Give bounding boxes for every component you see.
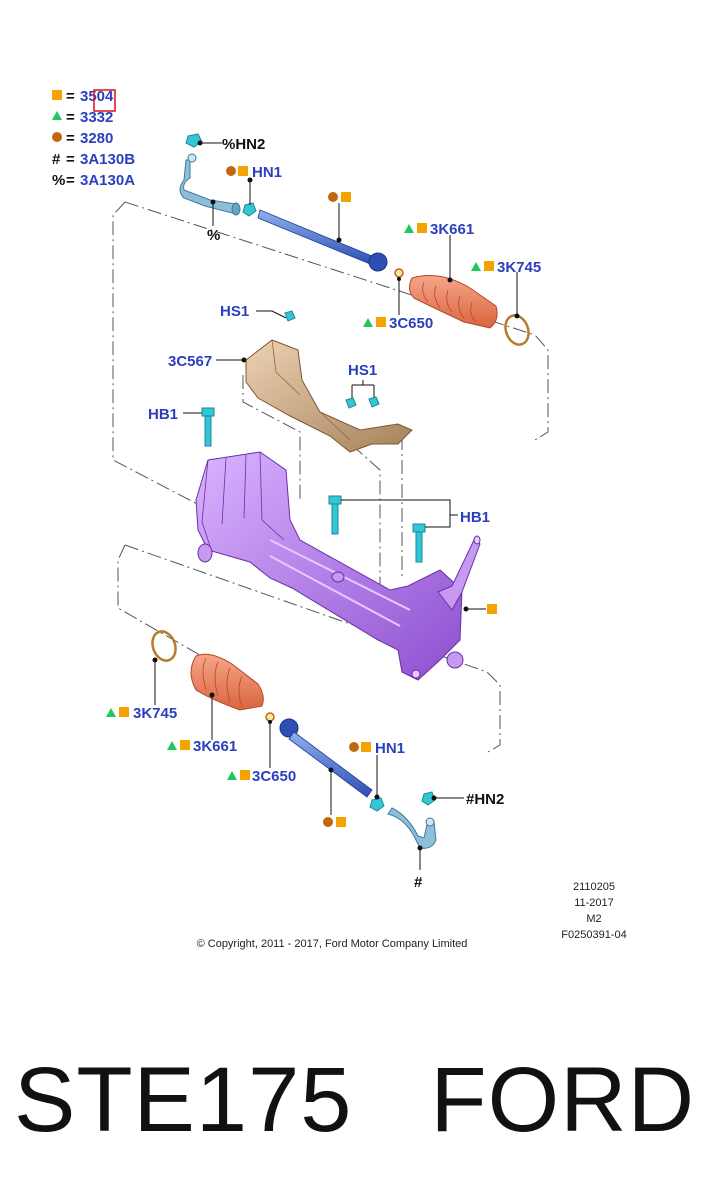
legend-circle-icon bbox=[52, 132, 62, 142]
legend-triangle-icon bbox=[52, 111, 62, 120]
boot-3k661-upper bbox=[408, 235, 498, 329]
assembly-guide-lines bbox=[112, 201, 549, 753]
bolt-hb1-left-icon bbox=[201, 407, 215, 447]
label-hs1-middle: HS1 bbox=[348, 362, 377, 379]
label-3c567: 3C567 bbox=[168, 353, 212, 370]
copyright: © Copyright, 2011 - 2017, Ford Motor Com… bbox=[197, 938, 468, 950]
ref-model: M2 bbox=[586, 913, 601, 925]
legend-code-triangle: 3332 bbox=[80, 109, 113, 126]
nut-hn1-lower-icon bbox=[369, 797, 385, 812]
legend-code-hash: 3A130B bbox=[80, 151, 135, 168]
nut-hn2-lower-icon bbox=[421, 791, 436, 806]
label-3k745-lower: 3K745 bbox=[133, 705, 177, 722]
caption-part-number: STE175 bbox=[14, 1049, 353, 1151]
highlight-box bbox=[93, 89, 116, 112]
tie-rod-end-lower bbox=[387, 807, 437, 870]
label-3k745-upper: 3K745 bbox=[497, 259, 541, 276]
legend-square-icon bbox=[52, 90, 62, 100]
label-hs1-left: HS1 bbox=[220, 303, 249, 320]
label-3c650-lower: 3C650 bbox=[252, 768, 296, 785]
caption-brand: FORD bbox=[430, 1049, 696, 1151]
steering-rack-exploded-diagram: = 3504 = 3332 = 3280 # = 3A130B % = 3A13… bbox=[52, 88, 627, 950]
ref-figure-id: F0250391-04 bbox=[561, 929, 626, 941]
caption: STE175 FORD bbox=[14, 1048, 695, 1153]
legend-code-square: 3504 bbox=[80, 88, 114, 105]
screw-hs1-mid-a-icon bbox=[345, 397, 357, 409]
legend: = 3504 = 3332 = 3280 # = 3A130B % = 3A13… bbox=[52, 88, 135, 189]
bolt-hb1-right-b-icon bbox=[412, 523, 426, 563]
nut-hn1-upper-icon bbox=[242, 177, 257, 217]
svg-text:=: = bbox=[66, 151, 75, 168]
legend-code-circle: 3280 bbox=[80, 130, 113, 147]
label-hn1-upper: HN1 bbox=[252, 164, 282, 181]
steering-rack-housing bbox=[195, 451, 481, 681]
ref-date: 11-2017 bbox=[574, 897, 614, 909]
ring-3c650-lower-icon bbox=[265, 712, 275, 722]
svg-text:=: = bbox=[66, 109, 75, 126]
label-3k661-upper: 3K661 bbox=[430, 221, 474, 238]
nut-hn2-upper-icon bbox=[185, 133, 222, 148]
label-hash-hn2-lower: #HN2 bbox=[466, 791, 504, 808]
screw-hs1-left-icon bbox=[284, 310, 296, 322]
legend-hash-symbol: # bbox=[52, 151, 61, 168]
heat-shield-3c567 bbox=[245, 339, 413, 453]
label-hn1-lower: HN1 bbox=[375, 740, 405, 757]
label-hb1-left: HB1 bbox=[148, 406, 178, 423]
svg-text:=: = bbox=[66, 88, 75, 105]
label-hb1-right: HB1 bbox=[460, 509, 490, 526]
rack-marker-square-icon bbox=[487, 604, 497, 614]
screw-hs1-mid-b-icon bbox=[368, 396, 380, 408]
svg-text:=: = bbox=[66, 130, 75, 147]
tie-rod-end-upper bbox=[179, 153, 241, 226]
legend-percent-symbol: % bbox=[52, 172, 65, 189]
clamp-3k745-lower-icon bbox=[151, 630, 177, 662]
label-percent-marker: % bbox=[207, 227, 220, 244]
bolt-hb1-right-a-icon bbox=[328, 495, 342, 535]
label-percent-hn2-upper: %HN2 bbox=[222, 136, 265, 153]
clamp-3k745-upper-icon bbox=[504, 314, 530, 346]
label-3c650-upper: 3C650 bbox=[389, 315, 433, 332]
inner-tie-rod-lower bbox=[279, 718, 373, 815]
svg-text:=: = bbox=[66, 172, 75, 189]
legend-code-percent: 3A130A bbox=[80, 172, 135, 189]
ref-number: 2110205 bbox=[573, 881, 615, 893]
ring-3c650-upper-icon bbox=[394, 268, 404, 278]
inner-tie-rod-upper bbox=[257, 203, 388, 272]
label-3k661-lower: 3K661 bbox=[193, 738, 237, 755]
label-hash-marker: # bbox=[414, 874, 423, 891]
boot-3k661-lower bbox=[190, 653, 264, 740]
